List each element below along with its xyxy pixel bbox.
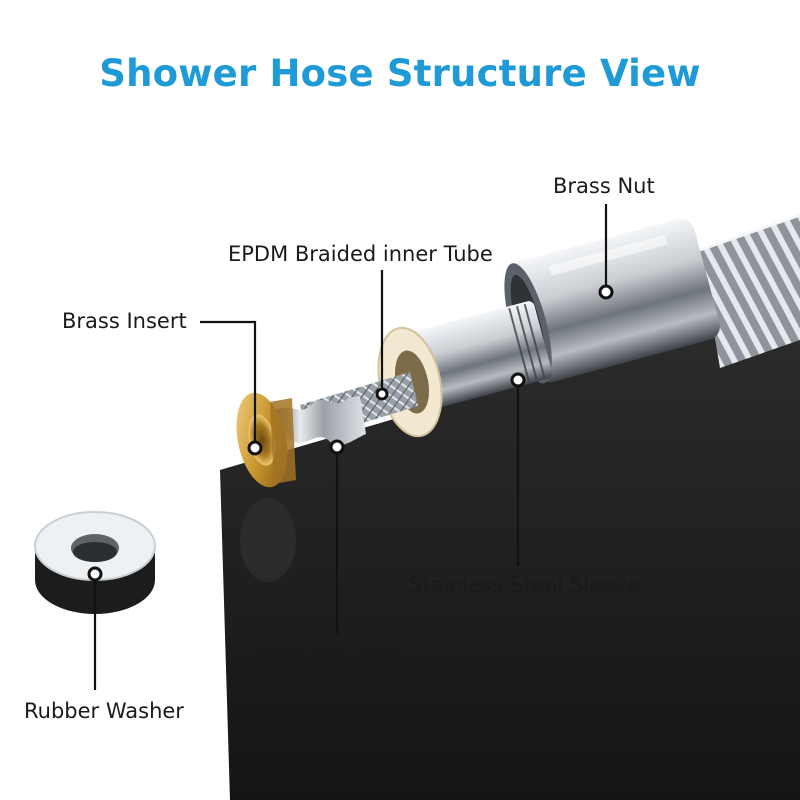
stainless-pipe bbox=[272, 396, 366, 446]
dot-rubber-washer bbox=[87, 566, 103, 582]
label-stainless-sleeve: Stainless Steel Sleeve bbox=[409, 573, 641, 597]
dot-stainless-steel bbox=[329, 439, 345, 455]
dot-brass-insert bbox=[247, 440, 263, 456]
label-stainless-steel: Stainless Steel bbox=[251, 640, 406, 664]
dot-brass-nut bbox=[598, 284, 614, 300]
leader-dots bbox=[87, 284, 614, 582]
dot-stainless-sleeve bbox=[510, 372, 526, 388]
insert-reflection bbox=[240, 498, 296, 582]
label-epdm-tube: EPDM Braided inner Tube bbox=[228, 242, 493, 266]
page-title: Shower Hose Structure View bbox=[99, 52, 701, 95]
ribbed-hose bbox=[699, 213, 800, 368]
label-brass-insert: Brass Insert bbox=[62, 309, 187, 333]
leader-brass-insert bbox=[200, 320, 257, 448]
dot-epdm-tube bbox=[375, 387, 389, 401]
floor-reflection bbox=[220, 300, 800, 800]
leader-lines bbox=[93, 204, 608, 690]
label-brass-nut: Brass Nut bbox=[553, 174, 655, 198]
label-rubber-washer: Rubber Washer bbox=[24, 699, 184, 723]
